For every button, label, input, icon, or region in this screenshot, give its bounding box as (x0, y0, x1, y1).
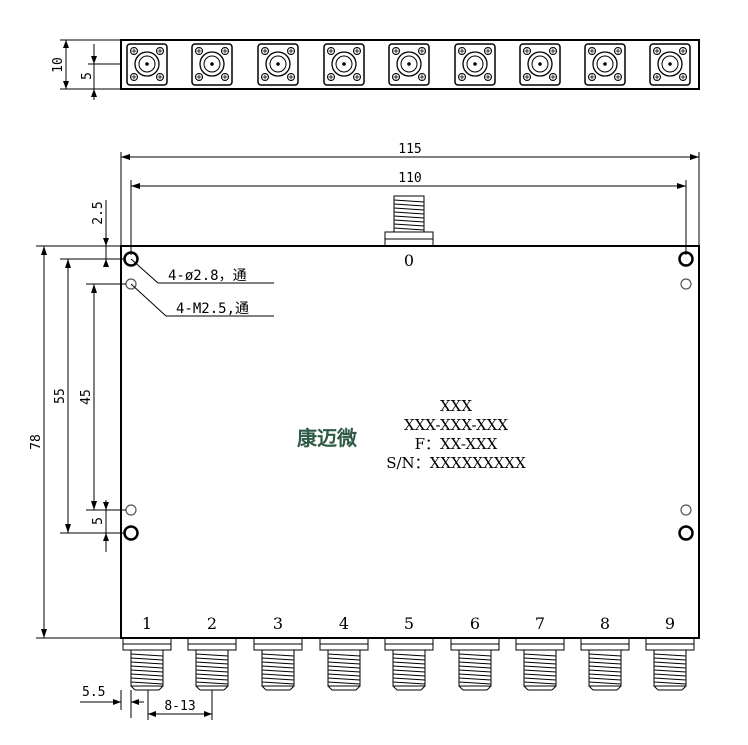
output-port-label-3: 3 (273, 614, 283, 633)
side-connector-6 (454, 43, 496, 86)
output-port-label-9: 9 (665, 614, 675, 633)
output-port-label-4: 4 (339, 614, 349, 633)
side-connector-5 (388, 43, 430, 86)
output-connector-4 (319, 637, 369, 691)
output-connector-2 (187, 637, 237, 691)
output-connector-6 (450, 637, 500, 691)
dim-hole-spacing-inner: 45 (79, 389, 94, 405)
output-port-label-1: 1 (142, 614, 152, 633)
output-connector-8 (580, 637, 630, 691)
height-dimensions: 78 55 45 2.5 5 (29, 200, 126, 639)
dim-port-offset: 5.5 (82, 685, 105, 700)
width-dimensions: 115 110 (120, 142, 700, 255)
thru-hole-top-right (678, 251, 694, 267)
thread-hole-top-right (680, 278, 692, 290)
output-port-label-8: 8 (600, 614, 610, 633)
thread-hole-bottom-right (680, 504, 692, 516)
side-connector-3 (257, 43, 299, 86)
side-connector-4 (323, 43, 365, 86)
dim-half-height-top: 5 (80, 72, 95, 80)
side-view-connectors (126, 43, 691, 86)
output-connectors: 1 2 3 4 5 6 7 8 9 (122, 614, 695, 691)
dim-hole-gap: 5 (91, 517, 106, 525)
side-connector-9 (649, 43, 691, 86)
output-connector-1 (122, 637, 172, 691)
dim-overall-height: 78 (29, 434, 44, 450)
output-connector-5 (384, 637, 434, 691)
label-line-4: S/N：XXXXXXXXX (386, 454, 526, 472)
label-line-2: XXX-XXX-XXX (404, 416, 508, 434)
dim-hole-spacing-outer: 55 (53, 388, 68, 404)
side-connector-1 (126, 43, 168, 86)
input-port-label: 0 (404, 251, 414, 270)
thru-hole-bottom-left (123, 525, 139, 541)
port-dimensions: 5.5 8-13 (80, 685, 213, 720)
side-connector-8 (584, 43, 626, 86)
output-connector-9 (645, 637, 695, 691)
callout-thru-hole: 4-ø2.8，通 (168, 268, 247, 284)
dim-height-top: 10 (51, 57, 66, 73)
product-label: 康迈微 XXX XXX-XXX-XXX F：XX-XXX S/N：XXXXXXX… (297, 397, 526, 472)
output-port-label-5: 5 (404, 614, 414, 633)
label-line-1: XXX (440, 397, 472, 415)
thread-hole-bottom-left (125, 504, 137, 516)
callout-thread-hole: 4-M2.5,通 (176, 301, 249, 317)
input-connector: 0 (384, 195, 434, 270)
brand-logo: 康迈微 (297, 426, 357, 450)
side-connector-2 (191, 43, 233, 86)
output-port-label-7: 7 (535, 614, 545, 633)
dim-port-pitch: 8-13 (164, 699, 195, 714)
output-connector-7 (515, 637, 565, 691)
dim-edge-offset: 2.5 (91, 201, 106, 224)
output-port-label-6: 6 (470, 614, 480, 633)
output-connector-3 (253, 637, 303, 691)
side-view: 10 5 (51, 39, 700, 100)
side-connector-7 (519, 43, 561, 86)
label-line-3: F：XX-XXX (415, 435, 498, 453)
mounting-holes (123, 251, 694, 541)
output-port-label-2: 2 (207, 614, 217, 633)
thru-hole-bottom-right (678, 525, 694, 541)
dim-hole-spacing-width: 110 (398, 171, 421, 186)
dim-overall-width: 115 (398, 142, 421, 157)
hole-callouts: 4-ø2.8，通 4-M2.5,通 (130, 258, 274, 317)
